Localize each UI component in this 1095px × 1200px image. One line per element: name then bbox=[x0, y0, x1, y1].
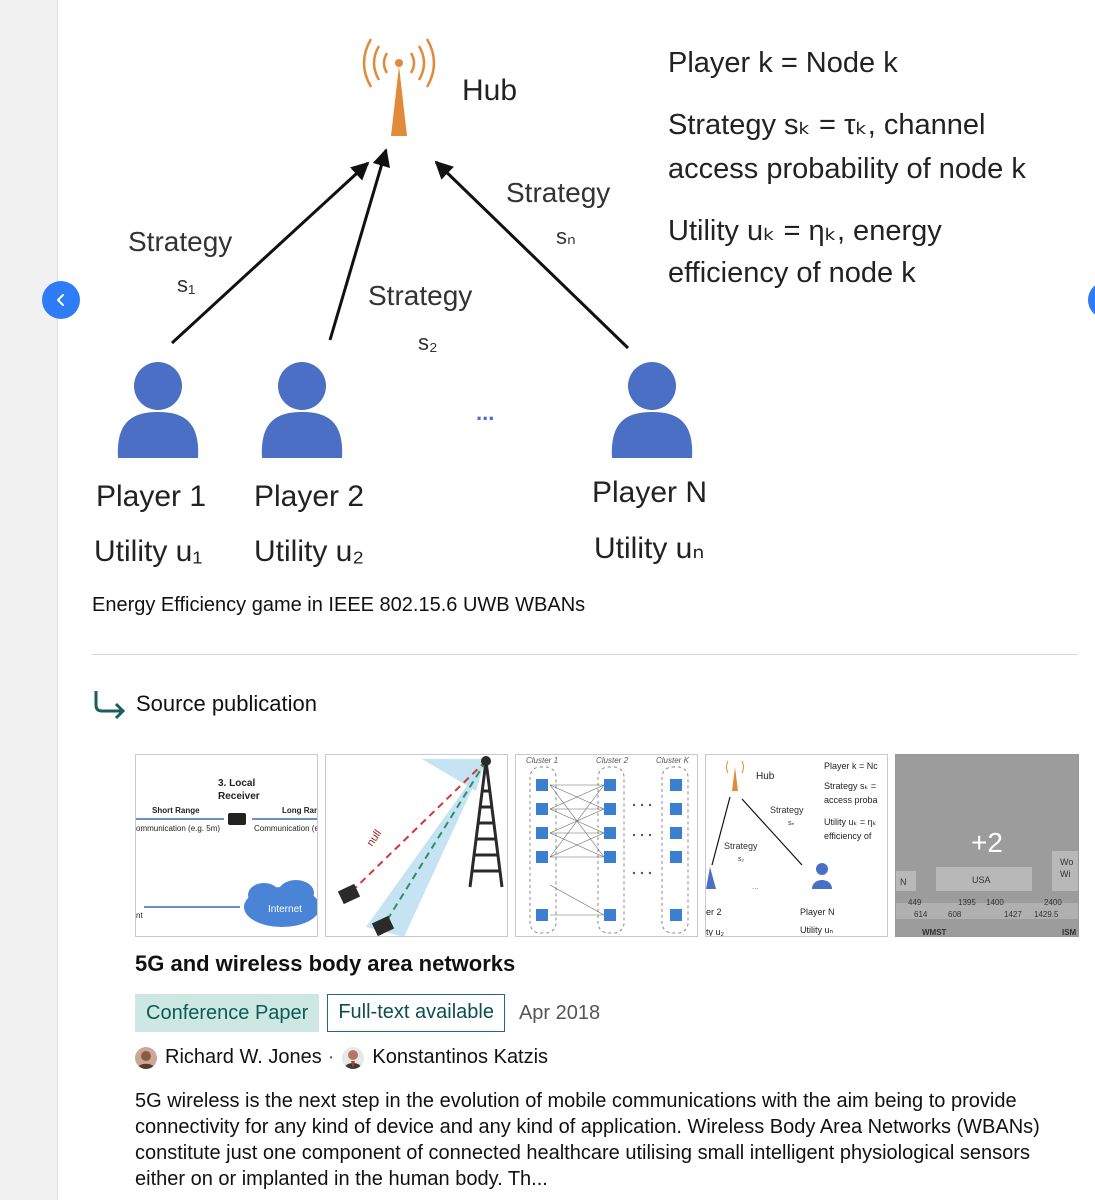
previous-figure-button[interactable] bbox=[42, 281, 80, 319]
strategy-1-sub: s₁ bbox=[177, 272, 195, 297]
thumb1-receiver-label: Receiver bbox=[218, 791, 260, 802]
thumbnail-3[interactable]: Cluster 1 Cluster 2 Cluster K bbox=[515, 754, 698, 937]
thumb5-num-1400: 1400 bbox=[986, 898, 1004, 907]
fulltext-available-badge: Full-text available bbox=[327, 994, 505, 1032]
thumbnail-more[interactable]: N USA Wo Wi 449 1395 1400 2400 614 608 1… bbox=[895, 754, 1079, 937]
strategy-arrow-n bbox=[434, 160, 630, 350]
thumb2-null-label: null bbox=[365, 828, 385, 849]
strategy-2-label: Strategy bbox=[368, 280, 472, 311]
players-ellipsis: ... bbox=[476, 400, 494, 425]
thumb5-num-2400: 2400 bbox=[1044, 898, 1062, 907]
strategy-2-sub: s₂ bbox=[418, 330, 438, 355]
figure-image: Hub Strategy s₁ Strategy s₂ Strategy sₙ … bbox=[90, 20, 1080, 585]
legend-line-5: efficiency of node k bbox=[668, 257, 916, 289]
thumb5-num-1427: 1427 bbox=[1004, 910, 1022, 919]
publication-type-badge: Conference Paper bbox=[135, 994, 320, 1032]
previous-panel-edge bbox=[0, 0, 58, 1200]
utility-2-label: Utility u₂ bbox=[254, 535, 364, 568]
publication-abstract: 5G wireless is the next step in the evol… bbox=[135, 1090, 1040, 1190]
thumb4-strategy-2-sub: s₂ bbox=[738, 856, 745, 863]
thumb4-utility-n: Utility uₙ bbox=[800, 925, 834, 935]
thumb3-cluster-2: Cluster 2 bbox=[596, 756, 629, 765]
thumb5-usa: USA bbox=[972, 875, 991, 885]
thumb4-ellipsis: ... bbox=[752, 882, 759, 891]
thumb5-num-1395: 1395 bbox=[958, 898, 976, 907]
thumb5-wmst: WMST bbox=[922, 928, 947, 937]
chevron-left-icon bbox=[57, 294, 64, 306]
player-2-label: Player 2 bbox=[254, 480, 364, 513]
thumb5-n: N bbox=[900, 877, 907, 887]
strategy-n-sub: sₙ bbox=[556, 224, 576, 249]
thumb4-legend-2: Strategy sₖ = bbox=[824, 781, 876, 791]
strategy-arrow-2 bbox=[328, 148, 391, 341]
author-separator: · bbox=[327, 1046, 335, 1068]
thumb4-player-left: er 2 bbox=[706, 907, 722, 917]
thumbnail-1[interactable]: 3. Local Receiver Short Range Long Rang … bbox=[135, 754, 318, 937]
return-arrow-icon bbox=[94, 691, 126, 719]
thumb5-ism: ISM bbox=[1062, 928, 1077, 937]
author-link[interactable]: Richard W. Jones bbox=[165, 1046, 322, 1068]
thumb4-legend-5: efficiency of bbox=[824, 831, 872, 841]
thumb4-hub: Hub bbox=[756, 771, 775, 782]
legend-line-1: Player k = Node k bbox=[668, 47, 898, 79]
thumb5-wi: Wi bbox=[1060, 869, 1071, 879]
player-1-label: Player 1 bbox=[96, 480, 206, 513]
strategy-arrow-1 bbox=[170, 161, 370, 345]
thumb1-local-label: 3. Local bbox=[218, 778, 255, 789]
source-publication-label: Source publication bbox=[136, 691, 318, 716]
thumb5-num-449: 449 bbox=[908, 898, 922, 907]
player-1-icon bbox=[117, 362, 199, 458]
thumb4-legend-4: Utility uₖ = ηₖ bbox=[824, 817, 877, 827]
thumb4-strategy-2: Strategy bbox=[724, 841, 758, 851]
publication-date: Apr 2018 bbox=[518, 1001, 601, 1024]
hub-tower-icon bbox=[362, 38, 436, 136]
thumb5-wo: Wo bbox=[1060, 857, 1073, 867]
thumb1-comm-left: ommunication (e.g. 5m) bbox=[136, 824, 220, 833]
thumb3-cluster-k: Cluster K bbox=[656, 756, 690, 765]
hub-label: Hub bbox=[462, 74, 517, 107]
utility-1-label: Utility u₁ bbox=[94, 535, 202, 568]
thumb4-legend-3: access proba bbox=[824, 795, 878, 805]
author-list: Richard W. Jones · Konstantinos Katzis bbox=[135, 1046, 548, 1069]
strategy-n-label: Strategy bbox=[506, 177, 610, 208]
legend-line-3: access probability of node k bbox=[668, 153, 1026, 185]
author-link[interactable]: Konstantinos Katzis bbox=[372, 1046, 549, 1068]
more-figures-count: +2 bbox=[971, 827, 1003, 858]
thumb5-num-614: 614 bbox=[914, 910, 928, 919]
thumb4-player-n: Player N bbox=[800, 907, 835, 917]
player-n-icon bbox=[611, 362, 693, 458]
author-avatar bbox=[342, 1046, 365, 1069]
section-divider bbox=[92, 654, 1078, 655]
thumb1-comm-right: Communication (e bbox=[254, 824, 318, 833]
thumbnail-2[interactable]: null bbox=[325, 754, 508, 937]
source-publication-heading: Source publication bbox=[92, 684, 317, 724]
legend-line-4: Utility uₖ = ηₖ, energy bbox=[668, 215, 942, 247]
player-2-icon bbox=[261, 362, 343, 458]
thumb1-edge-text: nt bbox=[136, 911, 143, 920]
player-n-label: Player N bbox=[592, 476, 707, 509]
thumb4-legend-1: Player k = Nc bbox=[824, 761, 878, 771]
thumb4-utility-left: ty u₂ bbox=[706, 927, 725, 937]
figure-caption: Energy Efficiency game in IEEE 802.15.6 … bbox=[92, 594, 586, 616]
thumb5-num-608: 608 bbox=[948, 910, 962, 919]
publication-badges: Conference Paper Full-text available Apr… bbox=[135, 994, 600, 1032]
strategy-1-label: Strategy bbox=[128, 226, 232, 257]
thumb1-short-range: Short Range bbox=[152, 806, 200, 815]
publication-title-link[interactable]: 5G and wireless body area networks bbox=[135, 951, 516, 976]
thumb3-cluster-1: Cluster 1 bbox=[526, 756, 558, 765]
legend-line-2: Strategy sₖ = τₖ, channel bbox=[668, 109, 985, 141]
utility-n-label: Utility uₙ bbox=[594, 532, 704, 565]
thumbnail-4-current[interactable]: Hub Strategy sₙ Strategy s₂ Player k = N… bbox=[705, 754, 888, 937]
thumb4-strategy-n-sub: sₙ bbox=[788, 820, 795, 827]
thumb1-long-range: Long Rang bbox=[282, 806, 318, 815]
next-figure-button[interactable] bbox=[1088, 281, 1095, 319]
thumb4-strategy-n: Strategy bbox=[770, 805, 804, 815]
author-avatar bbox=[135, 1046, 157, 1069]
thumb1-internet: Internet bbox=[268, 904, 302, 915]
thumb5-num-1429-5: 1429.5 bbox=[1034, 910, 1059, 919]
